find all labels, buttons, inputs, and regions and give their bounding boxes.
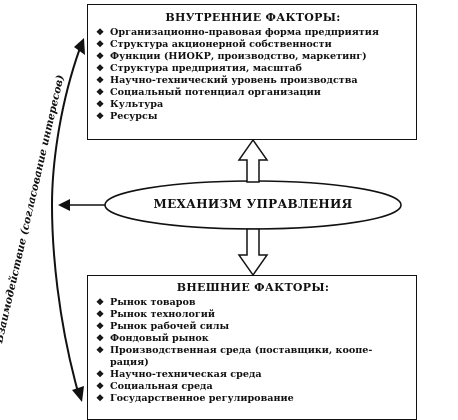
bullet-icon: ❖ bbox=[96, 64, 105, 74]
internal-factors-title: ВНУТРЕННИЕ ФАКТОРЫ: bbox=[165, 11, 341, 24]
list-item: ❖ Социальный потенциал организации bbox=[96, 87, 410, 99]
bullet-icon: ❖ bbox=[96, 52, 105, 62]
bullet-icon: ❖ bbox=[96, 112, 105, 122]
bullet-icon: ❖ bbox=[96, 322, 105, 332]
list-item-label: Фондовый рынок bbox=[110, 333, 209, 344]
list-item: ❖ Функции (НИОКР, производство, маркетинг… bbox=[96, 51, 410, 63]
interaction-curve-bottom-arrow-icon bbox=[72, 386, 84, 402]
list-item-label: Научно-техническая среда bbox=[110, 369, 262, 380]
list-item-label: Государственное регулирование bbox=[110, 393, 294, 404]
list-item: ❖ Структура предприятия, масштаб bbox=[96, 63, 410, 75]
list-item: ❖ Структура акционерной собственности bbox=[96, 39, 410, 51]
internal-factors-list: ❖ Организационно-правовая форма предприят… bbox=[96, 27, 410, 123]
list-item-label: Рынок товаров bbox=[110, 297, 196, 308]
interaction-curve bbox=[50, 47, 81, 393]
bullet-icon: ❖ bbox=[96, 88, 105, 98]
bullet-icon: ❖ bbox=[96, 298, 105, 308]
list-item-label: Рынок технологий bbox=[110, 309, 215, 320]
bullet-icon: ❖ bbox=[96, 100, 105, 110]
bullet-icon: ❖ bbox=[96, 346, 105, 356]
list-item: ❖ Рынок рабочей силы bbox=[96, 321, 410, 333]
arrow-to-internal-icon bbox=[237, 138, 269, 183]
bullet-icon: ❖ bbox=[96, 310, 105, 320]
list-item: ❖ Организационно-правовая форма предприят… bbox=[96, 27, 410, 39]
list-item-label: Структура акционерной собственности bbox=[110, 39, 332, 50]
bullet-icon: ❖ bbox=[96, 394, 105, 404]
bullet-icon: ❖ bbox=[96, 382, 105, 392]
list-item-label: Социальный потенциал организации bbox=[110, 87, 321, 98]
mechanism-label: МЕХАНИЗМ УПРАВЛЕНИЯ bbox=[153, 197, 353, 211]
list-item: ❖ Социальная среда bbox=[96, 381, 410, 393]
list-item-label: Производственная среда (поставщики, кооп… bbox=[110, 345, 373, 356]
bullet-icon: ❖ bbox=[96, 76, 105, 86]
arrow-left-icon bbox=[58, 199, 70, 211]
external-factors-box: ВНЕШНИЕ ФАКТОРЫ: ❖ Рынок товаров ❖ Рынок те… bbox=[87, 275, 417, 420]
list-item: ❖ Производственная среда (поставщики, коо… bbox=[96, 345, 410, 357]
list-item: ❖ Ресурсы bbox=[96, 111, 410, 123]
bullet-icon: ❖ bbox=[96, 28, 105, 38]
list-item-label: Рынок рабочей силы bbox=[110, 321, 230, 332]
list-item-label: рация) bbox=[110, 357, 149, 368]
list-item: ❖ Рынок товаров bbox=[96, 297, 410, 309]
arrow-to-external-icon bbox=[237, 228, 269, 277]
bullet-icon: ❖ bbox=[96, 370, 105, 380]
list-item: ❖ Фондовый рынок bbox=[96, 333, 410, 345]
list-item: ❖ Научно-технический уровень производства bbox=[96, 75, 410, 87]
bullet-icon: ❖ bbox=[96, 40, 105, 50]
bullet-icon: ❖ bbox=[96, 334, 105, 344]
list-item-label: Структура предприятия, масштаб bbox=[110, 63, 302, 74]
interaction-curve-top-arrow-icon bbox=[74, 38, 85, 55]
list-item: ❖ Рынок технологий bbox=[96, 309, 410, 321]
list-item: ❖ Научно-техническая среда bbox=[96, 369, 410, 381]
external-factors-list: ❖ Рынок товаров ❖ Рынок технологий ❖ Рынок ра… bbox=[96, 297, 410, 405]
list-item-label: Ресурсы bbox=[110, 111, 158, 122]
list-item: рация) bbox=[96, 357, 410, 369]
list-item: ❖ Государственное регулирование bbox=[96, 393, 410, 405]
internal-factors-box: ВНУТРЕННИЕ ФАКТОРЫ: ❖ Организационно-прав… bbox=[87, 4, 417, 140]
list-item: ❖ Культура bbox=[96, 99, 410, 111]
list-item-label: Функции (НИОКР, производство, маркетинг) bbox=[110, 51, 367, 62]
list-item-label: Культура bbox=[110, 99, 164, 110]
list-item-label: Организационно-правовая форма предприяти… bbox=[110, 27, 379, 38]
list-item-label: Научно-технический уровень производства bbox=[110, 75, 358, 86]
list-item-label: Социальная среда bbox=[110, 381, 213, 392]
external-factors-title: ВНЕШНИЕ ФАКТОРЫ: bbox=[176, 281, 330, 294]
